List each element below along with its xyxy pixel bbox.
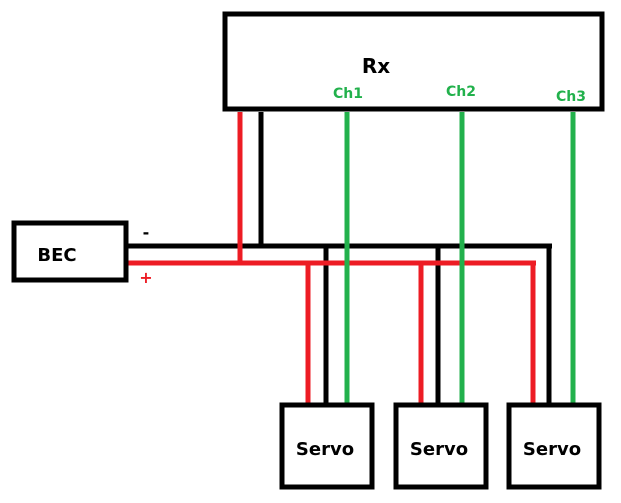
channel-label-ch3: Ch3 bbox=[556, 89, 586, 105]
channel-label-ch1: Ch1 bbox=[333, 86, 363, 102]
bec-positive-label: + bbox=[139, 268, 152, 287]
receiver-box bbox=[222, 11, 605, 112]
servo-label-3: Servo bbox=[523, 439, 581, 460]
positive-wires bbox=[128, 112, 536, 403]
receiver-label: Rx bbox=[362, 54, 390, 78]
negative-wires bbox=[128, 112, 552, 403]
bec-box bbox=[11, 220, 129, 283]
servo-box-1 bbox=[279, 402, 375, 490]
servo-label-1: Servo bbox=[296, 439, 354, 460]
bec-negative-label: - bbox=[143, 223, 150, 242]
bec-label: BEC bbox=[37, 245, 76, 266]
servo-box-2 bbox=[393, 402, 489, 490]
signal-wires bbox=[344, 112, 576, 404]
servo-box-3 bbox=[506, 402, 602, 490]
channel-label-ch2: Ch2 bbox=[446, 84, 476, 100]
servo-label-2: Servo bbox=[410, 439, 468, 460]
